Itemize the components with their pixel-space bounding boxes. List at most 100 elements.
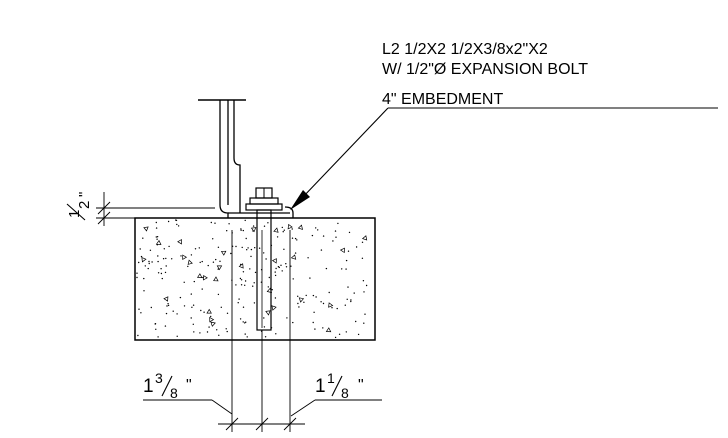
concrete-dot: [157, 336, 159, 338]
concrete-dot: [212, 238, 214, 240]
concrete-dot: [334, 230, 337, 232]
concrete-dot: [253, 302, 256, 304]
concrete-dot: [363, 291, 365, 293]
concrete-dot: [165, 257, 167, 260]
concrete-dot: [294, 237, 297, 240]
concrete-dot: [275, 267, 277, 270]
concrete-dot: [290, 265, 292, 267]
concrete-dot: [274, 274, 277, 277]
left-dim-unit: ": [186, 377, 192, 394]
aggregate-triangle: [220, 250, 227, 256]
concrete-dot: [137, 334, 139, 337]
concrete-dot: [190, 317, 192, 319]
concrete-dot: [347, 250, 350, 252]
aggregate-triangle: [290, 254, 297, 260]
concrete-dot: [157, 255, 159, 257]
concrete-dot: [253, 282, 255, 284]
right-dimension: 1 1 8 ": [290, 370, 382, 417]
concrete-dot: [315, 227, 317, 229]
concrete-dot: [345, 259, 348, 262]
concrete-dot: [292, 278, 294, 280]
concrete-dot: [163, 248, 165, 250]
concrete-dot: [237, 302, 239, 304]
concrete-dot: [139, 248, 141, 250]
concrete-dot: [336, 307, 338, 310]
concrete-dot: [192, 323, 194, 325]
concrete-dot: [214, 222, 216, 224]
concrete-dot: [250, 248, 253, 251]
callout: L2 1/2X2 1/2X3/8x2"X2 W/ 1/2"Ø EXPANSION…: [290, 41, 718, 210]
expansion-bolt: [245, 187, 283, 331]
vertical-dimension: 1 2 ": [66, 192, 215, 226]
aggregate-triangle: [143, 226, 149, 232]
concrete-dot: [346, 298, 348, 300]
concrete-dot: [283, 248, 285, 250]
aggregate-triangle: [238, 263, 244, 269]
concrete-dot: [226, 330, 228, 333]
callout-line-3: 4" EMBEDMENT: [382, 91, 503, 108]
concrete-dot: [322, 235, 325, 237]
concrete-dot: [176, 223, 178, 226]
concrete-dot: [138, 261, 140, 264]
left-dim-whole: 1: [143, 376, 154, 397]
concrete-dot: [149, 249, 152, 251]
aggregate-triangle: [328, 302, 334, 308]
concrete-dot: [155, 227, 158, 229]
concrete-dot: [240, 228, 242, 230]
concrete-dot: [166, 305, 168, 307]
concrete-dot: [183, 281, 185, 283]
aggregate-triangle: [213, 276, 219, 282]
concrete-dot: [192, 304, 195, 306]
concrete-dot: [303, 301, 305, 303]
concrete-dot: [320, 249, 323, 251]
concrete-dot: [361, 257, 364, 259]
concrete-dot: [165, 265, 167, 267]
concrete-dot: [156, 238, 158, 240]
concrete-dot: [239, 277, 242, 280]
concrete-dot: [312, 294, 315, 297]
concrete-dot: [219, 260, 221, 262]
aggregate-triangle: [163, 296, 169, 302]
extension-lines: [218, 230, 305, 432]
concrete-dot: [216, 329, 218, 331]
concrete-dot: [363, 322, 365, 324]
aggregate-triangle: [182, 254, 188, 261]
concrete-dot: [193, 280, 195, 283]
concrete-dot: [190, 254, 193, 256]
concrete-dot: [155, 236, 157, 238]
aggregate-triangle: [273, 227, 279, 233]
concrete-dot: [355, 246, 358, 248]
concrete-dot: [235, 284, 237, 286]
concrete-dot: [309, 277, 311, 279]
concrete-dot: [160, 272, 163, 275]
concrete-dot: [245, 237, 247, 240]
concrete-dot: [187, 265, 189, 268]
concrete-dot: [315, 296, 317, 298]
concrete-dot: [225, 328, 227, 330]
right-dim-numerator: 1: [327, 370, 335, 386]
concrete-dot: [136, 272, 138, 274]
concrete-dot: [206, 331, 209, 333]
aggregate-triangle: [271, 305, 277, 311]
aggregate-triangle: [155, 239, 162, 245]
concrete-dot: [242, 229, 244, 232]
concrete-dot: [198, 247, 200, 249]
aggregate-triangle: [297, 224, 303, 230]
concrete-dot: [164, 325, 167, 327]
aggregate-triangle: [325, 327, 332, 333]
concrete-dot: [276, 236, 279, 238]
concrete-dot: [193, 331, 195, 333]
aggregate-triangle: [265, 310, 271, 316]
concrete-dot: [322, 327, 324, 329]
concrete-dot: [258, 247, 261, 249]
callout-line-1: L2 1/2X2 1/2X3/8x2"X2: [382, 41, 548, 58]
concrete-dot: [167, 303, 169, 305]
concrete-dot: [207, 264, 209, 267]
concrete-dot: [244, 280, 247, 282]
concrete-dot: [296, 239, 298, 241]
concrete-dot: [212, 261, 215, 263]
aggregate-triangle: [287, 223, 293, 230]
concrete-dot: [242, 321, 244, 323]
concrete-dot: [313, 311, 315, 313]
callout-arrowhead: [290, 190, 310, 210]
